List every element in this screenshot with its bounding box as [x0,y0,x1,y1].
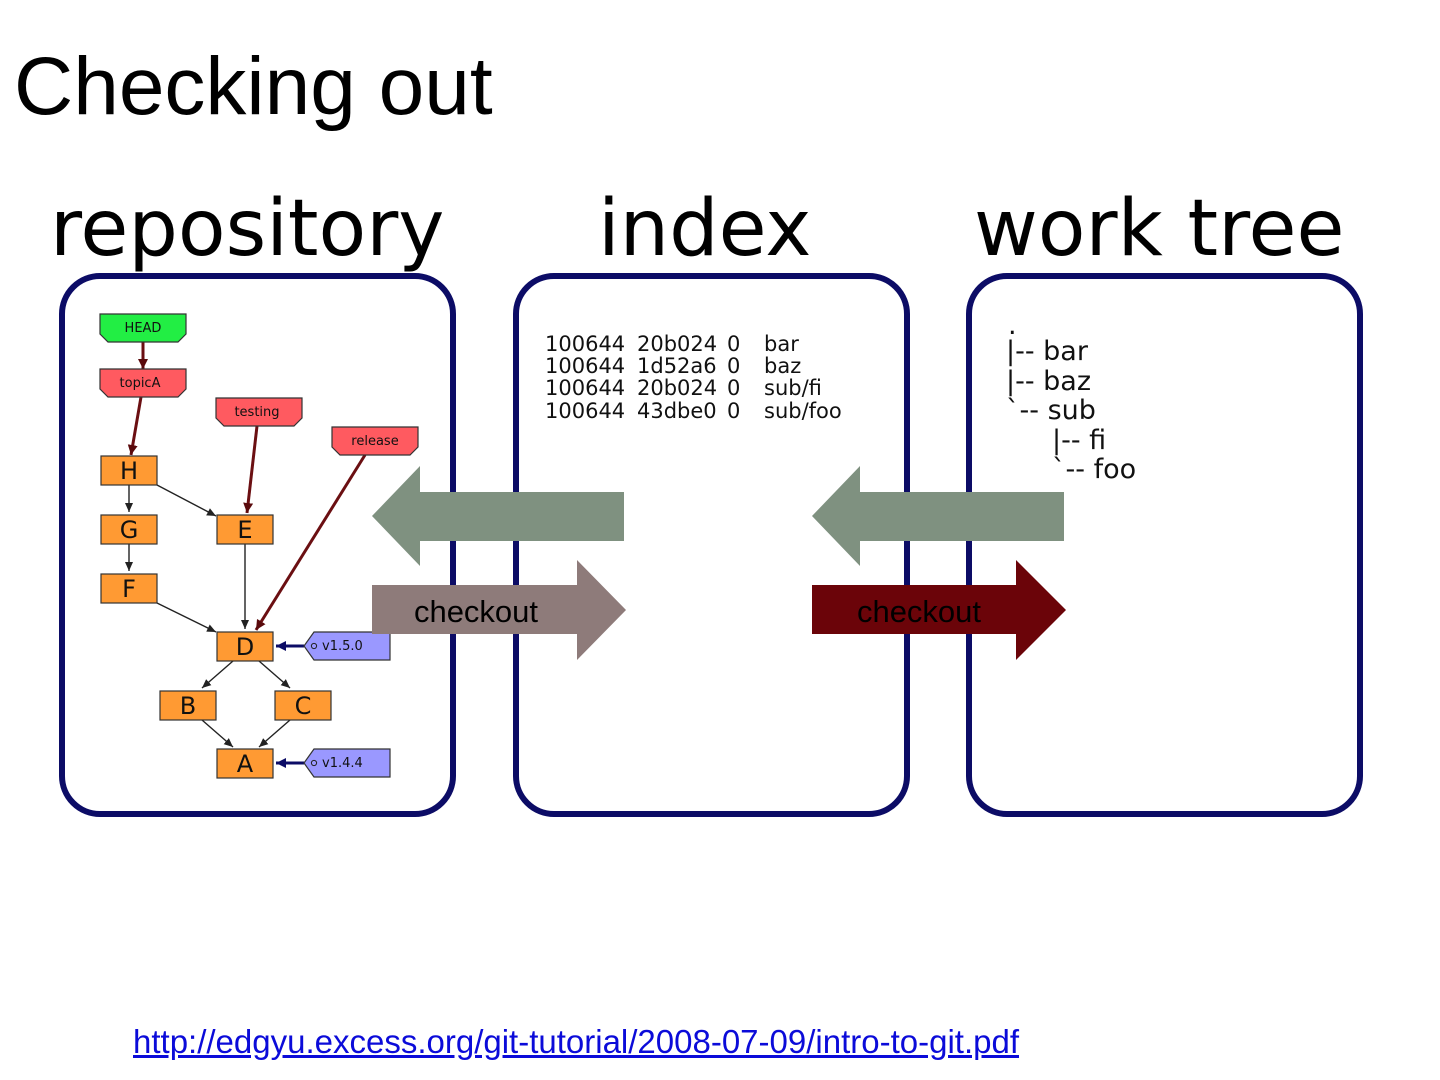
checkout-label: checkout [414,594,538,629]
tree-root: . [1008,310,1017,341]
index-entry-stage: 0 [727,354,740,378]
repository-heading: repository [50,184,444,274]
index-entry-hash: 43dbe0 [637,399,717,423]
index-heading: index [598,184,811,274]
index-entry-stage: 0 [727,376,740,400]
ref-head: HEAD [99,313,187,343]
edge-h-e [156,484,217,517]
index-entries: 100644 20b024 0 bar 100644 1d52a6 0 baz … [545,332,842,423]
index-entry: 100644 43dbe0 0 sub/foo [545,399,842,423]
edge-d-b [201,660,234,689]
edge-c-a [258,719,291,748]
index-entry-hash: 1d52a6 [637,354,717,378]
ref-edges [127,342,367,631]
index-entry: 100644 20b024 0 sub/fi [545,376,822,400]
work-tree-panel [966,273,1363,817]
ref-topica: topicA [99,368,187,398]
ref-release-label: release [351,434,398,449]
commit-h-label: H [120,457,138,485]
ref-head-label: HEAD [125,321,162,336]
index-entry-mode: 100644 [545,332,625,356]
index-entry: 100644 20b024 0 bar [545,332,799,356]
index-entry-mode: 100644 [545,399,625,423]
work-tree-heading: work tree [974,184,1344,274]
checkout-arrow-index-to-worktree: checkout [812,560,1066,660]
index-entry-mode: 100644 [545,354,625,378]
commit-f-label: F [122,575,136,603]
commit-e-label: E [237,516,252,544]
repository-panel [59,273,456,817]
tag-v150: v1.5.0 [303,631,391,661]
ref-release: release [331,426,419,456]
slide-title: Checking out [14,41,493,132]
index-entry-path: sub/fi [764,376,822,400]
commit-a-label: A [237,750,254,778]
tag-v144: v1.4.4 [303,748,391,778]
edge-release-d [254,454,367,631]
commit-g: G [100,514,158,545]
tree-line-foo: `-- foo [1052,454,1136,485]
tree-line-fi: |-- fi [1052,425,1106,456]
index-entry-stage: 0 [727,332,740,356]
index-entry: 100644 1d52a6 0 baz [545,354,801,378]
tree-line-bar: |-- bar [1006,336,1089,367]
commit-d: D [216,631,274,662]
commit-c: C [274,690,332,721]
commit-b-label: B [180,692,196,720]
edge-f-d [156,602,217,633]
index-entry-path: baz [764,354,801,378]
commit-d-label: D [236,633,254,661]
commit-f: F [100,573,158,604]
commit-b: B [159,690,217,721]
commit-g-label: G [120,516,139,544]
edge-d-c [258,660,291,689]
tag-v150-label: v1.5.0 [322,639,363,654]
index-entry-hash: 20b024 [637,332,717,356]
tree-line-baz: |-- baz [1006,366,1091,397]
commit-e: E [216,514,274,545]
edge-b-a [201,719,234,748]
tag-v144-label: v1.4.4 [322,756,363,771]
ref-testing: testing [215,397,303,427]
edge-topica-h [127,396,143,456]
commit-a: A [216,748,274,779]
tree-line-sub: `-- sub [1006,395,1096,426]
index-entry-path: sub/foo [764,399,842,423]
ref-testing-label: testing [234,405,279,420]
commit-edges [125,484,291,748]
edge-testing-e [243,425,259,514]
arrow-index-to-repository [372,466,624,566]
arrow-worktree-to-index [812,466,1064,566]
checkout-arrow-repo-to-index: checkout [372,560,626,660]
checkout-diagram: repository index work tree HEAD topicA [50,184,1363,817]
commit-c-label: C [295,692,312,720]
index-panel [513,273,910,817]
ref-topica-label: topicA [120,376,161,391]
index-entry-path: bar [764,332,799,356]
index-entry-stage: 0 [727,399,740,423]
commit-h: H [100,455,158,486]
index-entry-hash: 20b024 [637,376,717,400]
index-entry-mode: 100644 [545,376,625,400]
work-tree-listing: . |-- bar |-- baz `-- sub |-- fi `-- foo [1006,310,1136,485]
tag-edges [276,641,304,768]
checkout-label: checkout [857,594,981,629]
source-link[interactable]: http://edgyu.excess.org/git-tutorial/200… [133,1023,1019,1060]
